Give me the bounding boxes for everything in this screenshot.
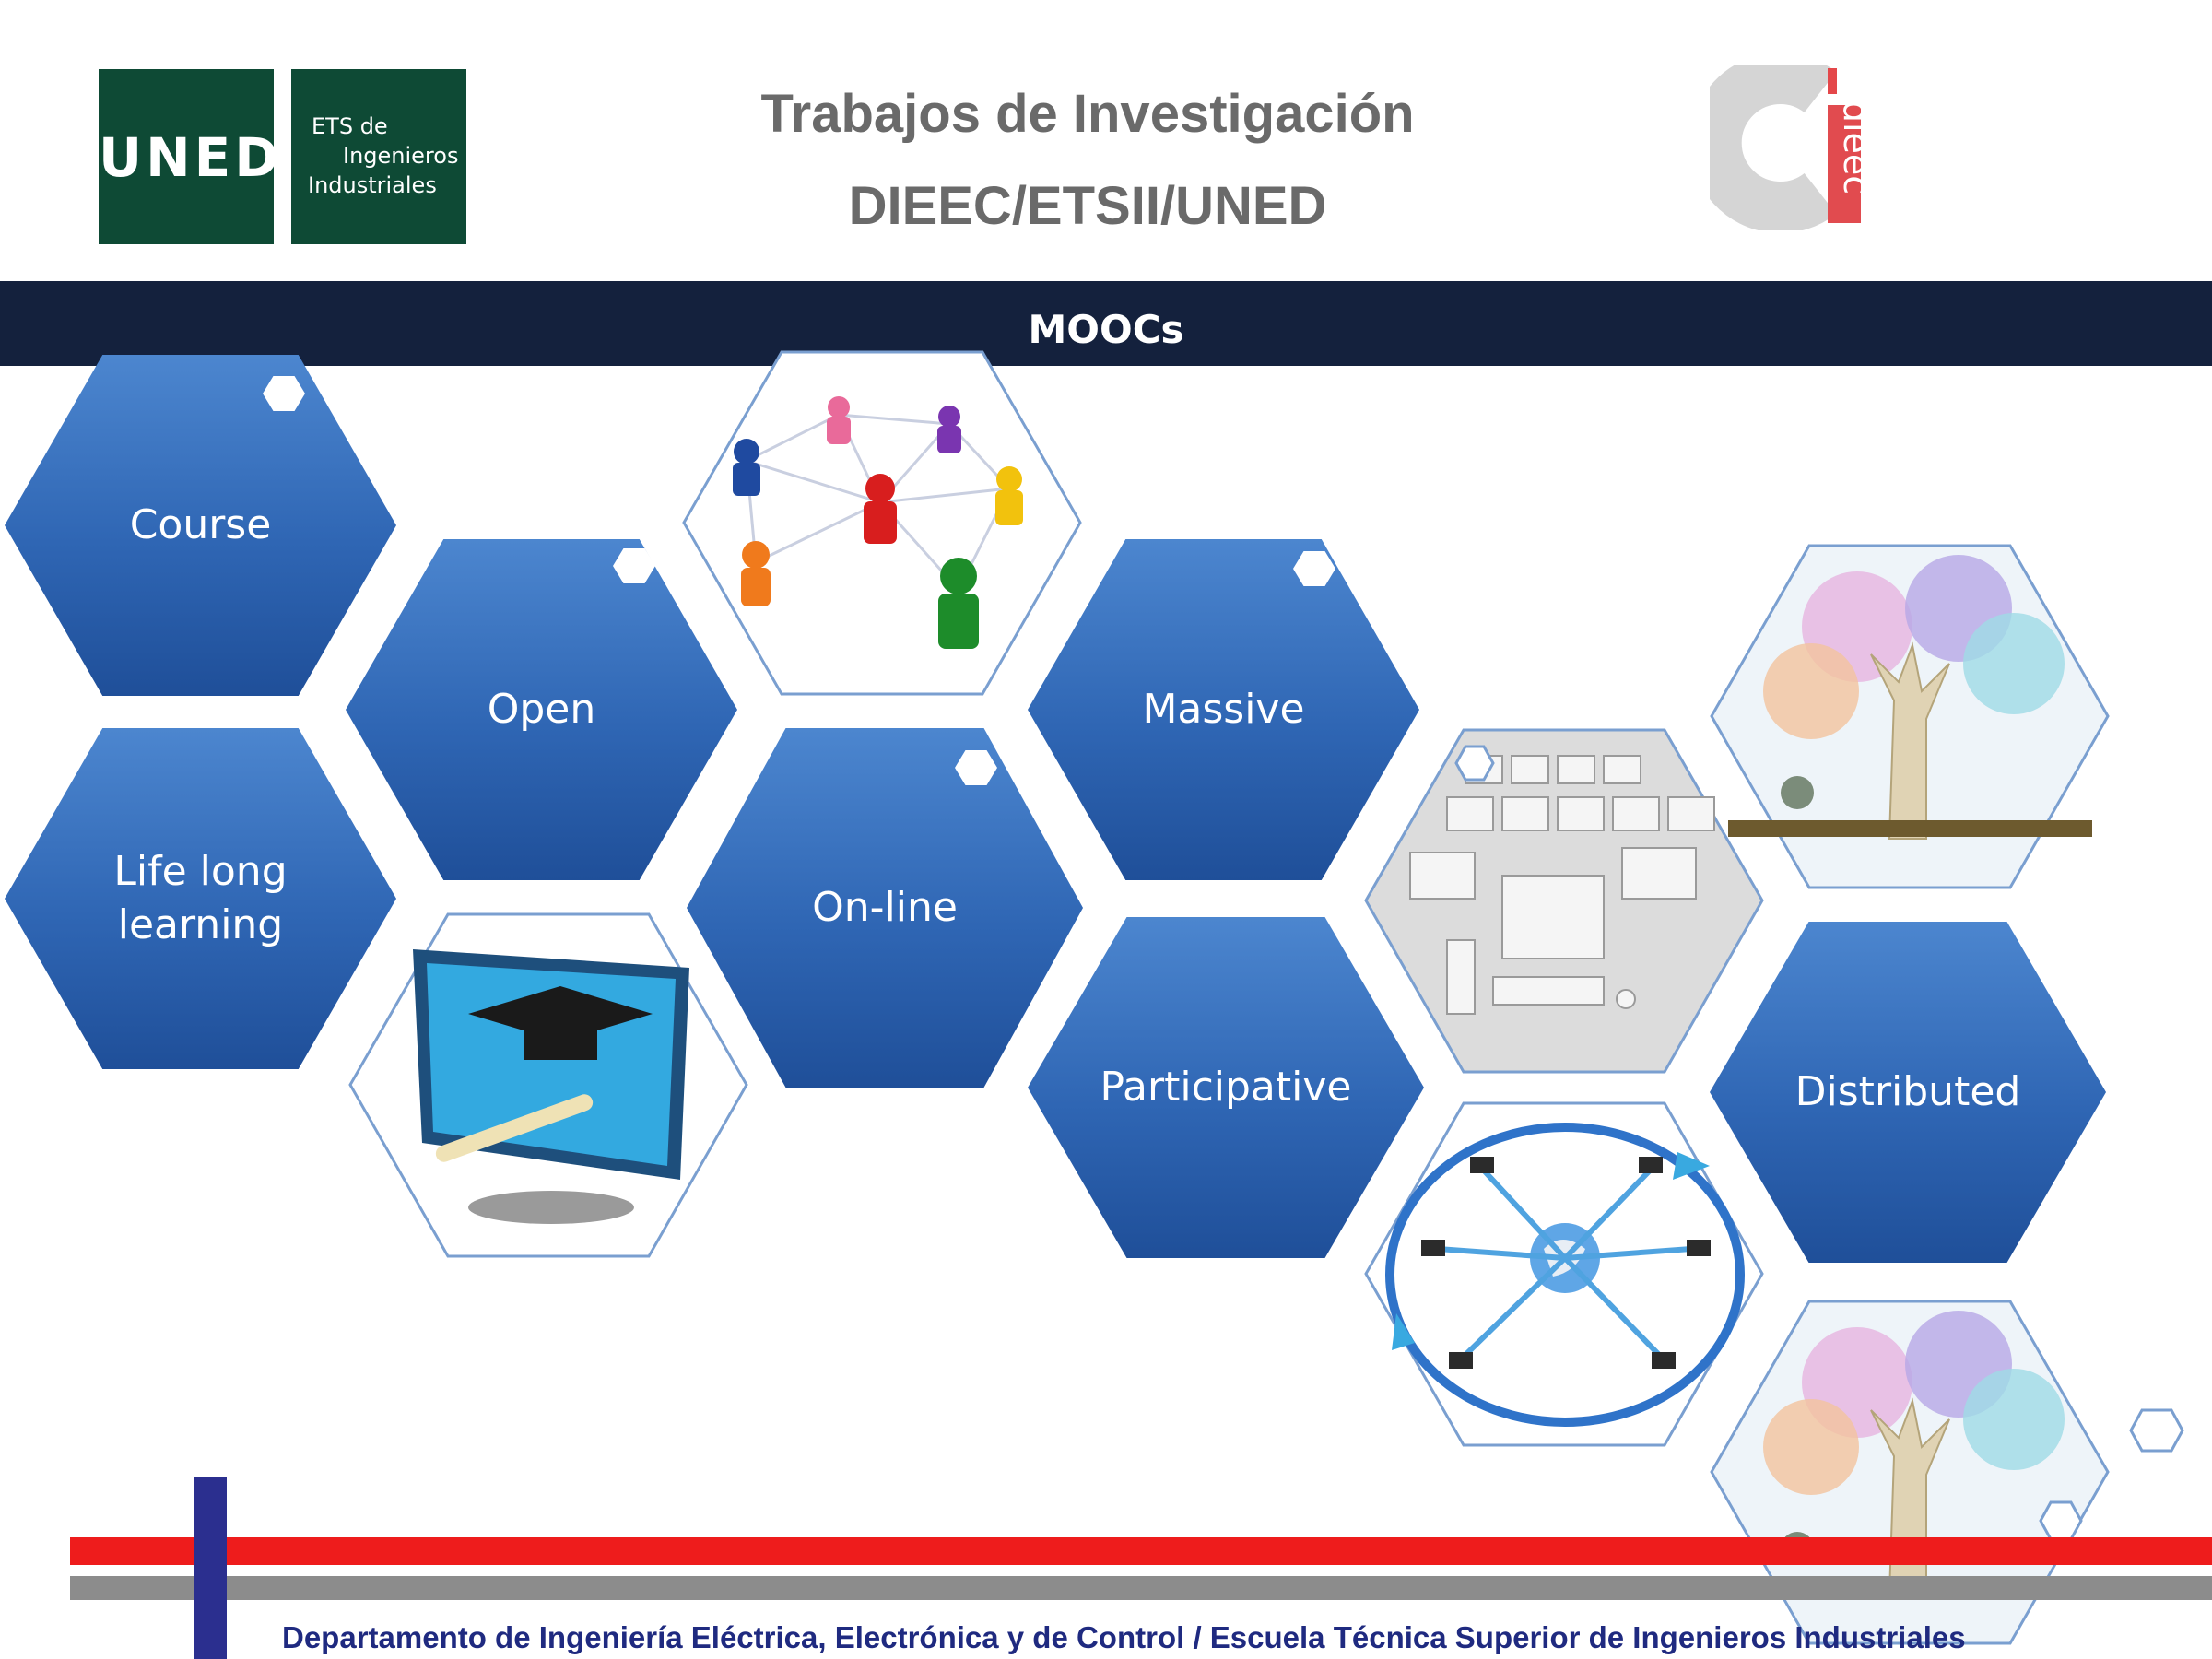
network-globe-image <box>1364 1101 1764 1447</box>
dieec-logo-text: dieec <box>1836 100 1877 194</box>
dieec-logo: dieec <box>1710 65 1877 230</box>
hex-corner-marker <box>2039 1500 2083 1541</box>
hex-distributed-label: Distributed <box>1794 1068 2021 1115</box>
decorative-hex-icon <box>2129 1408 2184 1453</box>
hex-online-label: On-line <box>812 884 958 931</box>
computer-lab-image <box>1364 728 1764 1074</box>
page-subtitle: DIEEC/ETSII/UNED <box>848 176 1327 236</box>
ets-logo-line-1: ETS de <box>312 113 388 139</box>
footer-text: Departamento de Ingeniería Eléctrica, El… <box>282 1620 1966 1654</box>
people-network-image <box>682 350 1082 696</box>
hex-course: Course <box>5 355 396 696</box>
tree-image <box>1710 544 2110 889</box>
hex-open-label: Open <box>487 686 596 733</box>
hex-life-long-learning: Life long learning <box>5 728 396 1069</box>
ets-logo: ETS de Ingenieros Industriales <box>291 69 466 244</box>
footer-blue-bar <box>194 1477 227 1659</box>
hex-distributed: Distributed <box>1710 922 2106 1263</box>
hex-life-long-learning-label: Life long learning <box>5 845 396 952</box>
people-figures <box>733 396 1023 649</box>
section-band: MOOCs <box>0 281 2212 366</box>
uned-logo: UNED <box>99 69 283 244</box>
hex-corner-marker <box>613 548 655 583</box>
ets-logo-line-3: Industriales <box>308 172 437 198</box>
ets-logo-line-2: Ingenieros <box>343 143 459 169</box>
footer-gray-bar <box>70 1576 2212 1600</box>
page-title: Trabajos de Investigación <box>760 84 1415 144</box>
hex-course-label: Course <box>129 501 272 548</box>
elearning-monitor-image <box>348 912 748 1258</box>
hex-life-long-line-2: learning <box>117 901 284 948</box>
hex-participative-label: Participative <box>1100 1064 1352 1111</box>
hex-massive: Massive <box>1028 539 1419 880</box>
hex-corner-marker <box>1454 745 1495 782</box>
hex-massive-label: Massive <box>1142 686 1305 733</box>
uned-logo-text: UNED <box>99 126 283 189</box>
hex-open: Open <box>346 539 737 880</box>
footer-red-bar <box>70 1537 2212 1565</box>
section-title: MOOCs <box>1028 307 1184 352</box>
hex-life-long-line-1: Life long <box>113 848 288 895</box>
